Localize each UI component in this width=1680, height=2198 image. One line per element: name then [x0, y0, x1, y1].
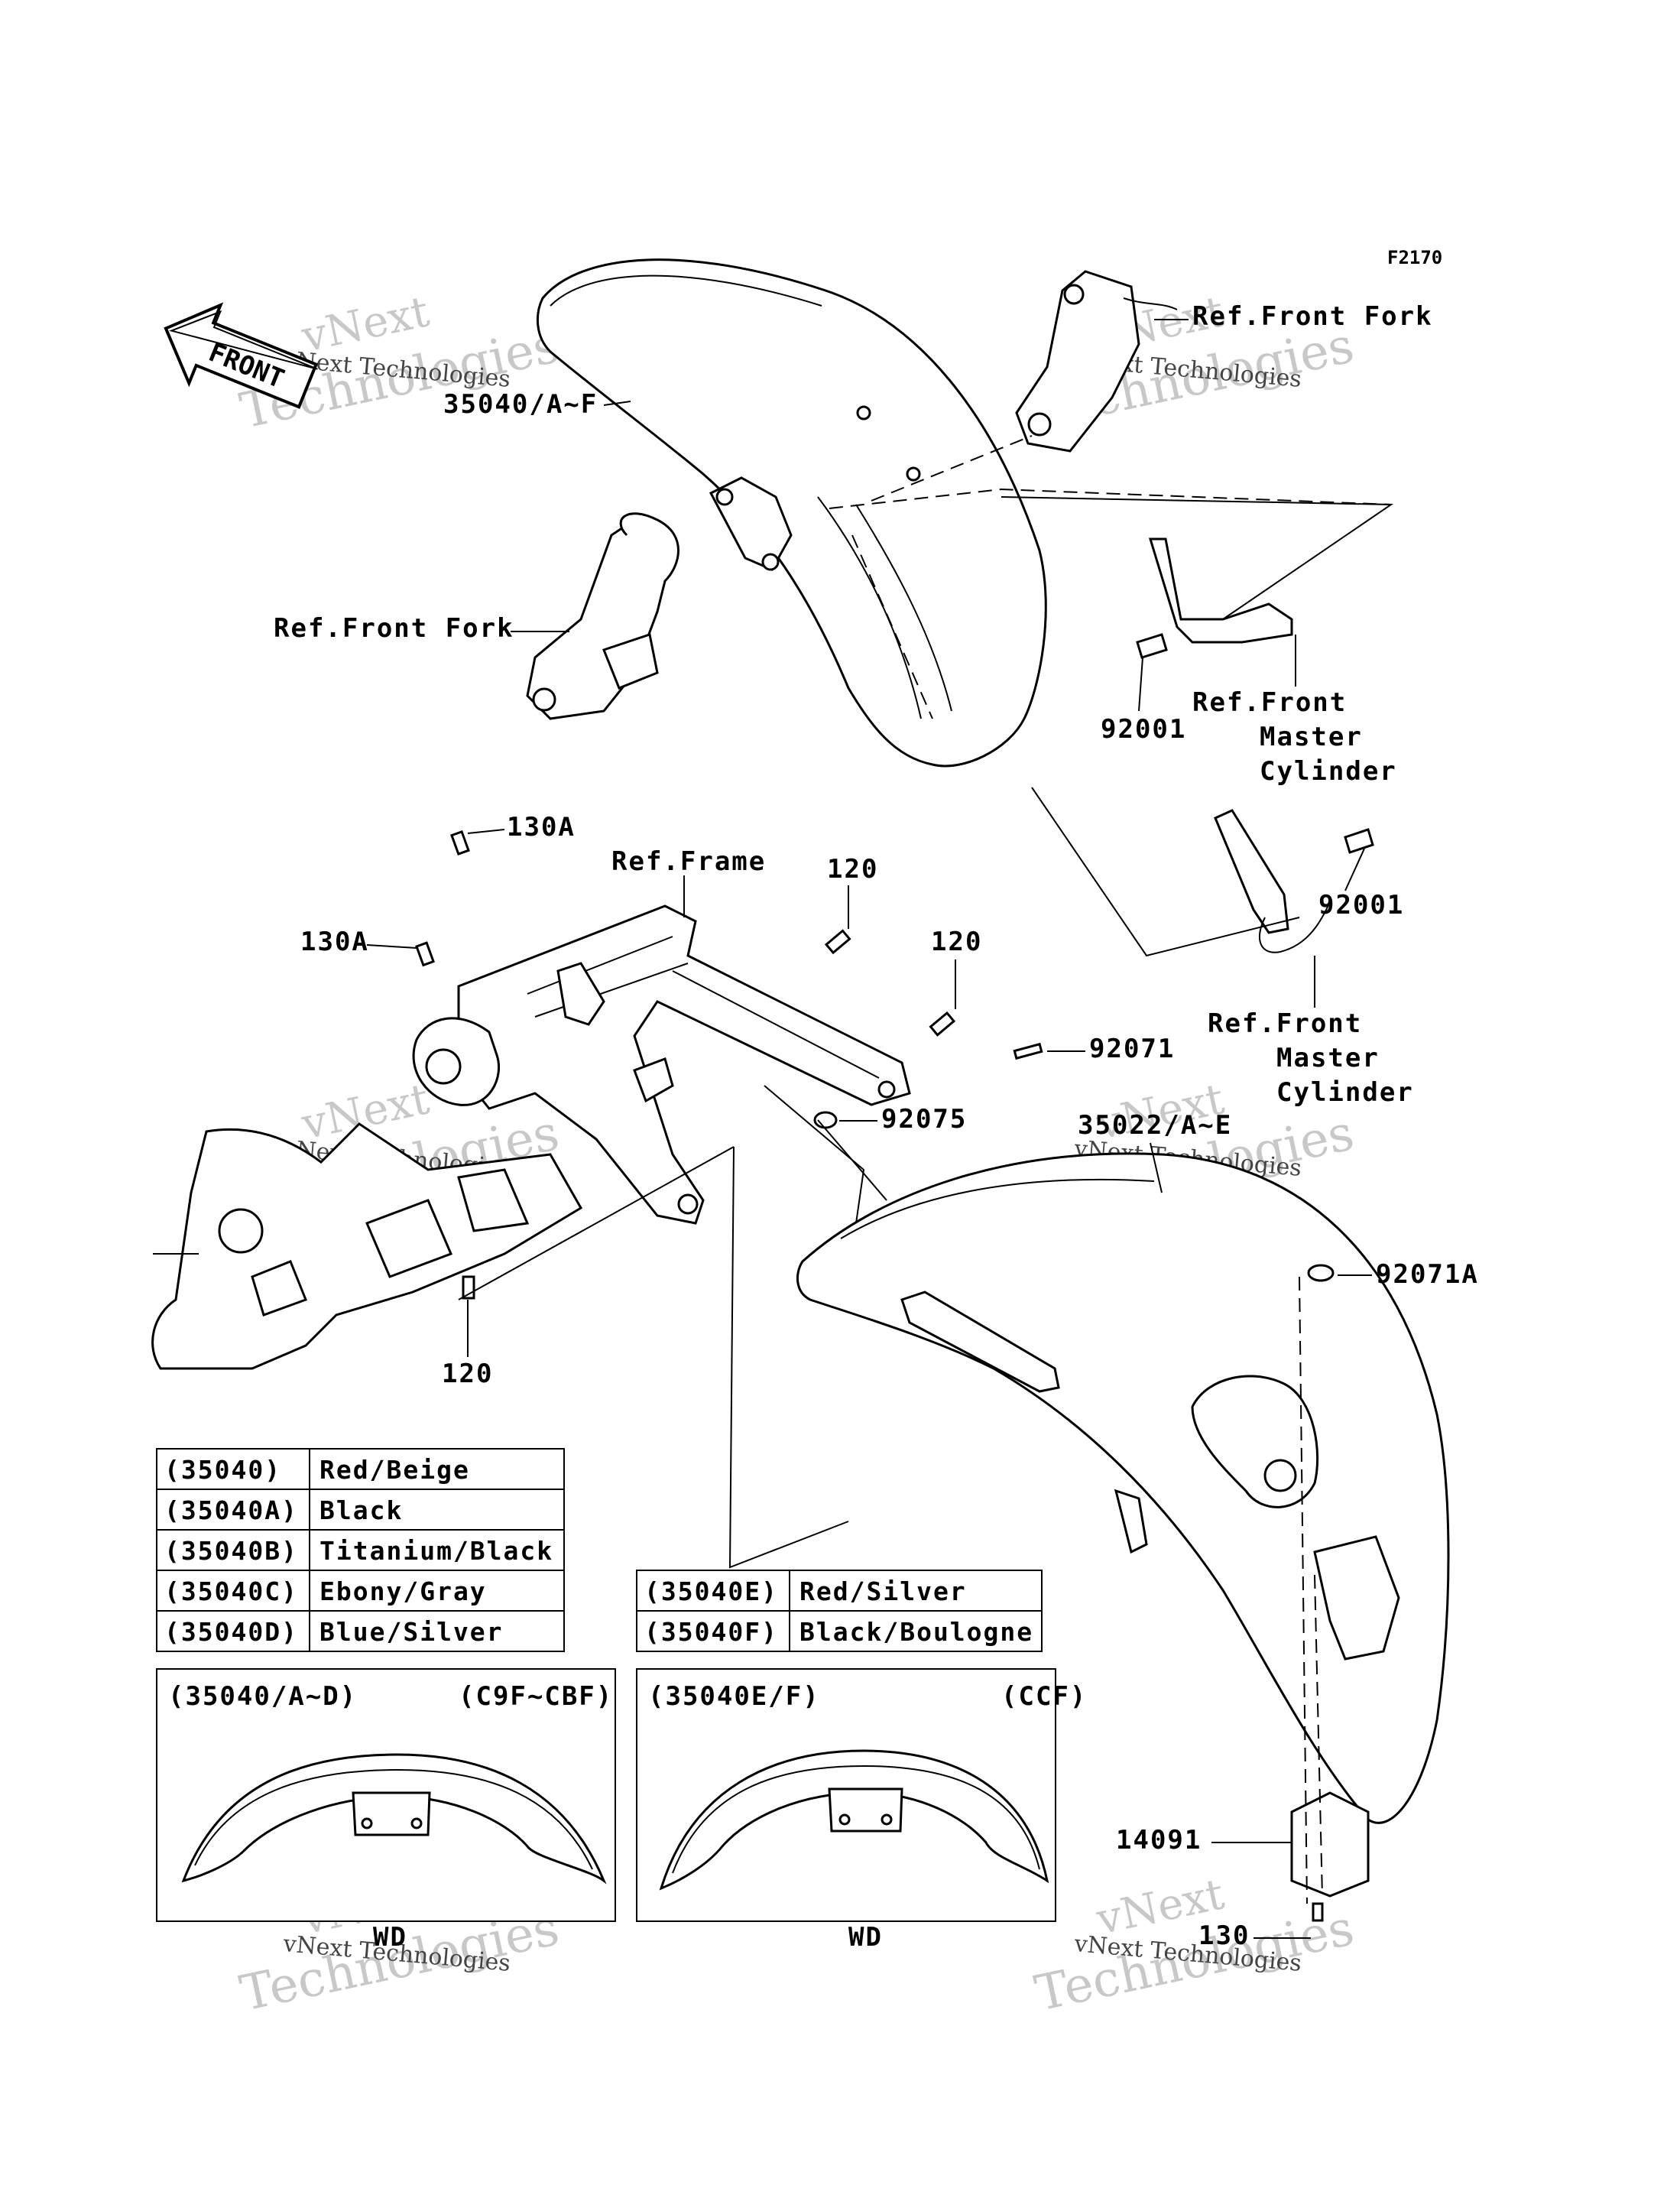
label-92071: 92071 [1089, 1034, 1175, 1064]
table-left-color: Titanium/Black [319, 1536, 553, 1566]
table-right-code: (35040E) [644, 1576, 778, 1606]
table-left-color: Black [319, 1495, 403, 1525]
label-front-fender: 35040/A~F [443, 389, 598, 420]
color-table-left: (35040) Red/Beige (35040A) Black (35040B… [156, 1448, 565, 1652]
table-left-color: Ebony/Gray [319, 1576, 487, 1606]
table-left-code: (35040B) [164, 1536, 298, 1566]
label-130: 130 [1198, 1920, 1250, 1951]
inset-right: (35040E/F) (CCF) WD [636, 1668, 1087, 1953]
label-ref-master-cyl-1-line3: Cylinder [1260, 756, 1397, 787]
master-cylinder-stay-2-drawing [1214, 809, 1374, 953]
label-ref-master-cyl-2-line1: Ref.Front [1208, 1008, 1362, 1039]
label-rear-fender: 35022/A~E [1078, 1110, 1232, 1141]
label-130A-a: 130A [507, 812, 576, 843]
label-ref-frame: Ref.Frame [611, 846, 766, 877]
label-14091: 14091 [1116, 1825, 1202, 1855]
label-92071A: 92071A [1376, 1259, 1479, 1290]
inset-left-wd: WD [373, 1922, 407, 1953]
label-ref-front-fork-left: Ref.Front Fork [274, 613, 514, 644]
label-ref-master-cyl-2-line3: Cylinder [1276, 1077, 1414, 1108]
inset-left: (35040/A~D) (C9F~CBF) WD [156, 1668, 616, 1953]
table-left-color: Red/Beige [319, 1455, 470, 1485]
table-left-color: Blue/Silver [319, 1617, 504, 1647]
label-ref-master-cyl-2-line2: Master [1276, 1043, 1380, 1073]
label-120-c: 120 [442, 1359, 493, 1389]
table-left-code: (35040) [164, 1455, 281, 1485]
color-table-right: (35040E) Red/Silver (35040F) Black/Boulo… [636, 1570, 1043, 1652]
front-fork-left-drawing [526, 512, 679, 720]
rear-fender-drawing [796, 1152, 1450, 1824]
table-right-color: Black/Boulogne [799, 1617, 1033, 1647]
inset-right-model: (CCF) [1001, 1681, 1087, 1712]
label-92001-a: 92001 [1101, 714, 1186, 745]
inset-right-wd: WD [848, 1922, 883, 1953]
table-right-code: (35040F) [644, 1617, 778, 1647]
front-fender-drawing [536, 258, 1047, 768]
front-fork-right-drawing [1015, 270, 1178, 453]
label-ref-front-fork-top: Ref.Front Fork [1192, 301, 1433, 332]
label-92075: 92075 [881, 1104, 967, 1135]
label-120-a: 120 [827, 854, 878, 885]
label-130A-b: 130A [300, 927, 369, 957]
table-left-code: (35040C) [164, 1576, 298, 1606]
front-arrow-icon: FRONT [164, 302, 319, 409]
table-left-code: (35040A) [164, 1495, 298, 1525]
table-left-code: (35040D) [164, 1617, 298, 1647]
label-120-b: 120 [931, 927, 982, 957]
frame-drawing [151, 904, 911, 1370]
inset-left-model: (C9F~CBF) [459, 1681, 613, 1712]
label-92001-b: 92001 [1318, 890, 1404, 920]
master-cylinder-stay-1-drawing [1136, 537, 1293, 659]
label-ref-master-cyl-1-line2: Master [1260, 722, 1363, 752]
table-right-color: Red/Silver [799, 1576, 967, 1606]
cover-14091-drawing [1290, 1791, 1370, 1898]
diagram-code: F2170 [1387, 247, 1442, 268]
assembly-lines [458, 435, 1394, 1904]
inset-left-part: (35040/A~D) [168, 1681, 357, 1712]
label-ref-master-cyl-1-line1: Ref.Front [1192, 687, 1347, 718]
inset-right-part: (35040E/F) [648, 1681, 820, 1712]
